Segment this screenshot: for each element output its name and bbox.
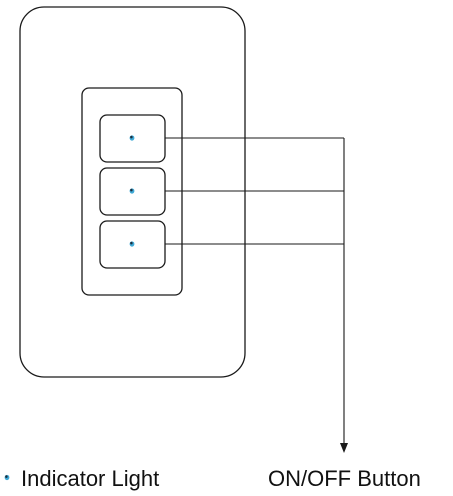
arrow-down-icon: [340, 443, 348, 453]
indicator-light-label: Indicator Light: [21, 466, 160, 491]
indicator-light-2: [129, 188, 135, 194]
indicator-light-1: [129, 135, 135, 141]
wall-plate: [19, 6, 246, 378]
indicator-light-3: [129, 241, 135, 247]
led-dot-icon: [4, 474, 10, 481]
on-off-button-label: ON/OFF Button: [268, 466, 421, 491]
